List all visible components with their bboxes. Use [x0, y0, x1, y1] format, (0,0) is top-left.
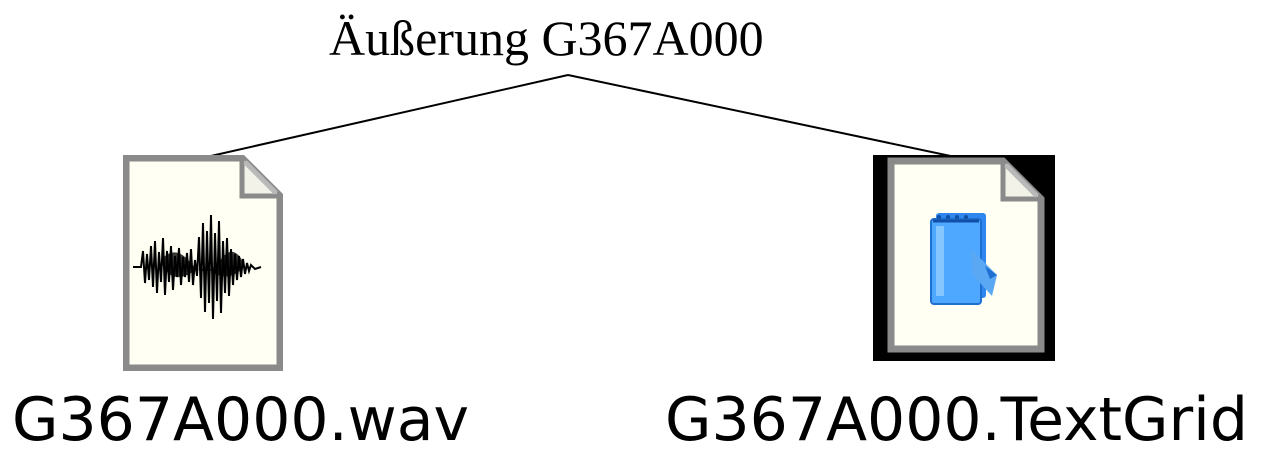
utterance-node-label: Äußerung G367A000: [329, 10, 764, 66]
notepad-icon: [930, 213, 997, 305]
wav-file-icon[interactable]: [122, 154, 284, 372]
textgrid-file-icon[interactable]: [873, 155, 1055, 361]
textgrid-file-label[interactable]: G367A000.TextGrid: [665, 385, 1248, 451]
audio-file-icon: [122, 154, 284, 372]
wav-file-label[interactable]: G367A000.wav: [12, 385, 470, 451]
connector-to-wav: [201, 74, 569, 159]
connector-to-textgrid: [567, 74, 961, 159]
text-file-icon: [873, 155, 1055, 361]
